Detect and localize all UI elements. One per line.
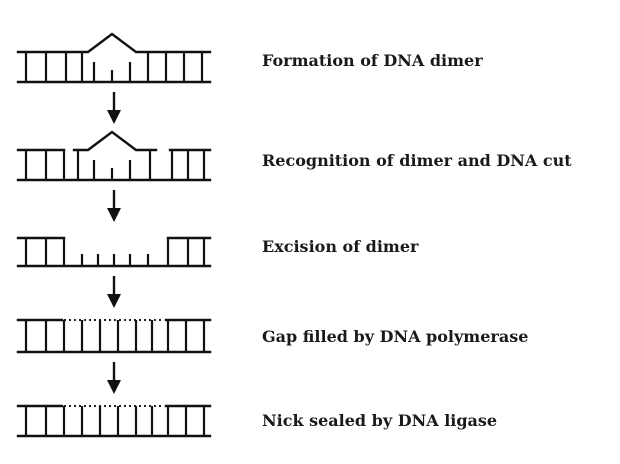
step-2-label: Recognition of dimer and DNA cut: [262, 151, 572, 170]
step-4-gap-filled: [16, 318, 212, 354]
base-pair-rungs: [24, 52, 204, 82]
base-pair-rungs: [24, 320, 206, 352]
base-pair-rungs: [24, 238, 206, 266]
base-pair-rungs: [24, 150, 206, 180]
step-3-label: Excision of dimer: [262, 237, 419, 256]
arrow-down-icon: [107, 276, 121, 308]
step-3-dimer-excision: [16, 236, 212, 268]
step-5-nick-sealed: [16, 404, 212, 438]
step-1-label: Formation of DNA dimer: [262, 51, 483, 70]
step-5-label: Nick sealed by DNA ligase: [262, 411, 497, 430]
step-1-dna-dimer-formation: [16, 32, 212, 84]
step-4-label: Gap filled by DNA polymerase: [262, 327, 528, 346]
arrow-down-icon: [107, 190, 121, 222]
arrow-down-icon: [107, 362, 121, 394]
top-strand-middle: [72, 130, 158, 152]
top-strand: [16, 32, 212, 54]
step-2-dimer-recognition-cut: [16, 130, 212, 182]
arrow-down-icon: [107, 92, 121, 124]
base-pair-rungs: [24, 406, 206, 436]
